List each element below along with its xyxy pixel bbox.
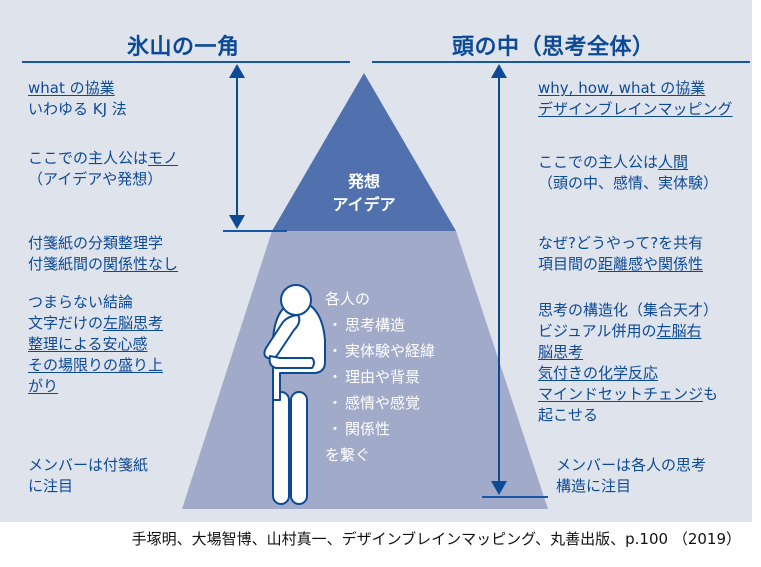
bullet-icon: ・ (327, 316, 343, 334)
pyramid-top-label-line: 発想 (347, 172, 380, 191)
note-text: メンバーは各人の思考 (556, 456, 707, 474)
note-line: why, how, what の協業 (538, 78, 733, 99)
note-line: ビジュアル併用の左脳右 (538, 321, 718, 342)
note-text: も (703, 385, 719, 403)
emphasized-text: マインドセットチェンジ (538, 385, 704, 403)
note-line: 整理による安心感 (28, 334, 163, 355)
right-depth-arrow-icon (482, 64, 548, 498)
list-item-text: 理由や背景 (345, 368, 421, 386)
note-text: ビジュアル併用の (538, 322, 657, 340)
emphasized-text: 距離感や関係性 (598, 255, 704, 273)
right-note: why, how, what の協業デザインブレインマッピング (538, 78, 733, 120)
note-line: 思考の構造化（集合天才） (538, 300, 718, 321)
note-text: 思考の構造化（集合天才） (538, 301, 719, 319)
list-item: ・実体験や経緯 (325, 338, 435, 364)
emphasized-text: モノ (148, 149, 179, 167)
list-item-text: 思考構造 (345, 316, 406, 334)
list-item: ・関係性 (325, 416, 435, 442)
emphasized-text: その場限りの盛り上 (28, 356, 164, 374)
emphasized-text: デザインブレインマッピング (538, 100, 733, 118)
left-note: 付箋紙の分類整理学付箋紙間の関係性なし (28, 233, 178, 275)
bullet-icon: ・ (327, 368, 343, 386)
note-line: 気付きの化学反応 (538, 363, 718, 384)
note-line: （アイデアや発想） (28, 169, 178, 190)
list-intro: 各人の (325, 290, 371, 308)
right-note: ここでの主人公は人間（頭の中、感情、実体験） (538, 152, 718, 194)
note-text: （頭の中、感情、実体験） (538, 174, 719, 192)
list-item-text: 関係性 (345, 420, 391, 438)
pyramid-bottom-list: 各人の ・思考構造 ・実体験や経緯 ・理由や背景 ・感情や感覚 ・関係性 を繋ぐ (325, 286, 435, 468)
note-line: その場限りの盛り上 (28, 355, 163, 376)
note-text: ここでの主人公は (28, 149, 149, 167)
bullet-icon: ・ (327, 394, 343, 412)
note-line: なぜ?どうやって?を共有 (538, 233, 703, 254)
left-heading: 氷山の一角 (127, 35, 240, 60)
emphasized-text: 左脳思考 (103, 314, 164, 332)
list-item-text: 感情や感覚 (345, 394, 421, 412)
note-text: 付箋紙間の (28, 255, 104, 273)
emphasized-text: 気付きの化学反応 (538, 364, 659, 382)
list-outro: を繋ぐ (325, 446, 371, 464)
note-text: に注目 (28, 477, 74, 495)
left-note: ここでの主人公はモノ（アイデアや発想） (28, 148, 178, 190)
note-text: なぜ?どうやって?を共有 (538, 234, 704, 252)
left-note: つまらない結論文字だけの左脳思考整理による安心感その場限りの盛り上がり (28, 292, 163, 397)
note-line: メンバーは各人の思考 (556, 455, 706, 476)
right-note: なぜ?どうやって?を共有項目間の距離感や関係性 (538, 233, 703, 275)
note-line: デザインブレインマッピング (538, 99, 733, 120)
thinking-person-icon (263, 284, 326, 505)
emphasized-text: why, how, what の協業 (538, 79, 706, 97)
left-note: what の協業いわゆる KJ 法 (28, 78, 127, 120)
note-line: （頭の中、感情、実体験） (538, 173, 718, 194)
emphasized-text: 整理による安心感 (28, 335, 148, 353)
emphasized-text: what の協業 (28, 79, 115, 97)
note-line: what の協業 (28, 78, 127, 99)
emphasized-text: がり (28, 377, 59, 395)
list-item: ・感情や感覚 (325, 390, 435, 416)
note-line: マインドセットチェンジも (538, 384, 718, 405)
list-item-text: 実体験や経緯 (345, 342, 436, 360)
note-line: いわゆる KJ 法 (28, 99, 127, 120)
note-text: 起こせる (538, 406, 599, 424)
note-line: がり (28, 376, 163, 397)
note-line: 脳思考 (538, 342, 718, 363)
note-line: 項目間の距離感や関係性 (538, 254, 703, 275)
note-line: 付箋紙間の関係性なし (28, 254, 178, 275)
bullet-icon: ・ (327, 420, 343, 438)
note-text: 構造に注目 (556, 477, 632, 495)
citation: 手塚明、大場智博、山村真一、デザインブレインマッピング、丸善出版、p.100 （… (131, 530, 741, 548)
note-line: メンバーは付箋紙 (28, 455, 148, 476)
note-text: ここでの主人公は (538, 153, 659, 171)
list-item: ・理由や背景 (325, 364, 435, 390)
emphasized-text: 人間 (658, 153, 689, 171)
right-heading: 頭の中（思考全体） (452, 35, 655, 60)
left-note: メンバーは付箋紙に注目 (28, 455, 148, 497)
note-text: 付箋紙の分類整理学 (28, 234, 164, 252)
note-text: 項目間の (538, 255, 599, 273)
right-note: メンバーは各人の思考構造に注目 (556, 455, 706, 497)
note-line: 文字だけの左脳思考 (28, 313, 163, 334)
note-line: ここでの主人公は人間 (538, 152, 718, 173)
note-text: メンバーは付箋紙 (28, 456, 149, 474)
note-line: 付箋紙の分類整理学 (28, 233, 178, 254)
emphasized-text: 左脳右 (656, 322, 702, 340)
note-text: （アイデアや発想） (28, 170, 163, 188)
note-line: つまらない結論 (28, 292, 163, 313)
note-line: 構造に注目 (556, 476, 706, 497)
note-text: 文字だけの (28, 314, 104, 332)
emphasized-text: 脳思考 (538, 343, 584, 361)
left-depth-arrow-icon (223, 64, 287, 232)
list-item: ・思考構造 (325, 312, 435, 338)
note-line: 起こせる (538, 405, 718, 426)
bullet-icon: ・ (327, 342, 343, 360)
note-line: に注目 (28, 476, 148, 497)
pyramid-top-label: 発想 アイデア (318, 170, 410, 216)
pyramid-top-label-line: アイデア (332, 195, 396, 214)
note-text: いわゆる KJ 法 (28, 100, 127, 118)
note-line: ここでの主人公はモノ (28, 148, 178, 169)
note-text: つまらない結論 (28, 293, 134, 311)
right-note: 思考の構造化（集合天才）ビジュアル併用の左脳右脳思考気付きの化学反応マインドセッ… (538, 300, 718, 426)
emphasized-text: 関係性なし (103, 255, 179, 273)
pyramid-tip-section (272, 73, 456, 231)
